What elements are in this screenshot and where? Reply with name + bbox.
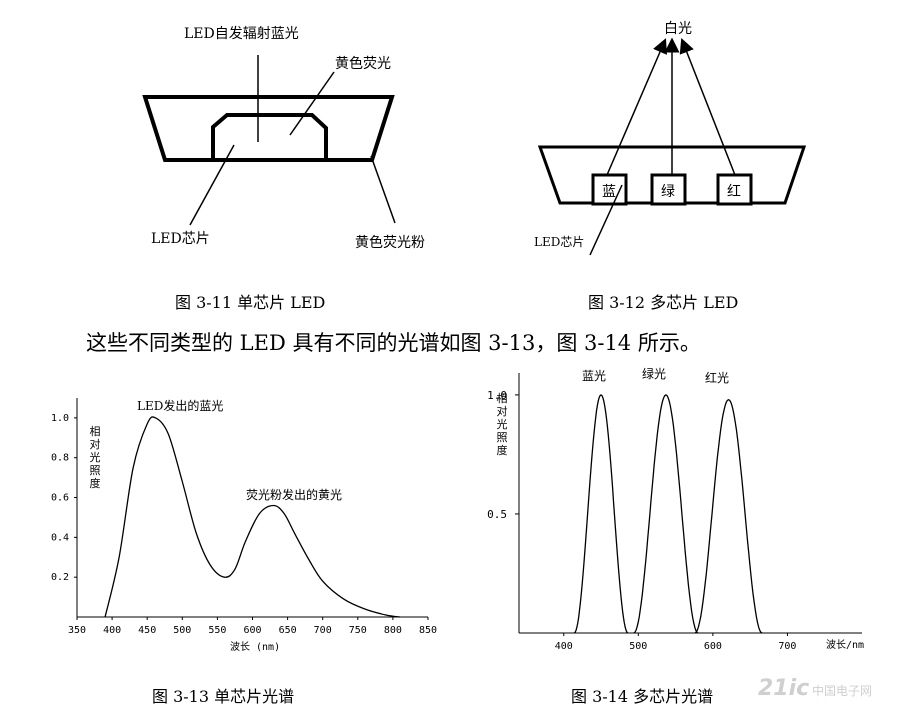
x-tick-label: 700 [314, 625, 332, 636]
y-tick-label: 0.5 [487, 508, 507, 521]
figure-3-13-ylabel: 相对光照度 [89, 425, 101, 490]
red-light-arrow [679, 38, 736, 176]
figure-3-14-caption: 图 3-14 多芯片光谱 [571, 687, 714, 706]
x-tick-label: 600 [704, 641, 722, 652]
x-tick-label: 550 [208, 625, 226, 636]
red-series-label: 红光 [705, 371, 730, 385]
x-tick-label: 400 [555, 641, 573, 652]
multichip-led-chip-label: LED芯片 [534, 235, 585, 249]
y-tick-label: 1.0 [487, 389, 507, 402]
blue-chip-label: 蓝 [602, 184, 616, 200]
y-tick-label: 0.4 [51, 532, 69, 543]
yellow-phosphor-label: 黄色荧光 [335, 56, 391, 72]
series-curve [694, 398, 763, 634]
series-curve [573, 394, 629, 634]
chip-pointer [189, 144, 235, 226]
x-tick-label: 650 [279, 625, 297, 636]
y-tick-label: 0.6 [51, 493, 69, 504]
figure-3-11-caption: 图 3-11 单芯片 LED [175, 293, 326, 312]
x-tick-label: 750 [349, 625, 367, 636]
x-tick-label: 500 [629, 641, 647, 652]
yellow-phosphor-region [211, 113, 328, 162]
body-paragraph: 这些不同类型的 LED 具有不同的光谱如图 3-13，图 3-14 所示。 [86, 331, 701, 355]
led-chip-label: LED芯片 [151, 231, 210, 247]
green-chip [650, 173, 687, 206]
multichip-package-body [537, 145, 807, 205]
x-tick-label: 450 [138, 625, 156, 636]
x-tick-label: 700 [778, 641, 796, 652]
figure-3-14-ylabel: 相对光照度 [496, 392, 508, 457]
multichip-pointer [589, 184, 623, 256]
figure-3-13-xlabel: 波长 (nm) [230, 642, 281, 653]
watermark-subtitle: 中国电子网 [812, 684, 873, 698]
red-chip-label: 红 [727, 184, 741, 200]
green-chip-label: 绿 [661, 184, 675, 200]
series-curve [633, 394, 699, 634]
x-tick-label: 600 [243, 625, 261, 636]
figure-3-13-caption: 图 3-13 单芯片光谱 [152, 687, 295, 706]
yellow-phosphor-pointer [289, 71, 335, 136]
figure-3-14-xlabel: 波长/nm [826, 640, 865, 651]
blue-light-label: LED自发辐射蓝光 [184, 26, 299, 42]
y-tick-label: 1.0 [51, 413, 69, 424]
blue-series-label: 蓝光 [582, 369, 607, 383]
x-tick-label: 400 [103, 625, 121, 636]
figure-3-12-caption: 图 3-12 多芯片 LED [588, 293, 739, 312]
yellow-peak-annotation: 荧光粉发出的黄光 [246, 488, 343, 502]
x-tick-label: 800 [384, 625, 402, 636]
white-light-label: 白光 [664, 21, 692, 37]
y-tick-label: 0.2 [51, 572, 69, 583]
x-tick-label: 850 [419, 625, 437, 636]
blue-peak-annotation: LED发出的蓝光 [137, 399, 224, 413]
green-series-label: 绿光 [642, 367, 667, 381]
x-tick-label: 350 [68, 625, 86, 636]
blue-light-arrow [606, 38, 667, 176]
spectrum-line [104, 416, 401, 618]
y-tick-label: 0.8 [51, 453, 69, 464]
phosphor-powder-label: 黄色荧光粉 [355, 235, 425, 251]
phosphor-powder-pointer [370, 155, 396, 224]
x-tick-label: 500 [173, 625, 191, 636]
watermark-logo: 21ic [758, 676, 810, 701]
